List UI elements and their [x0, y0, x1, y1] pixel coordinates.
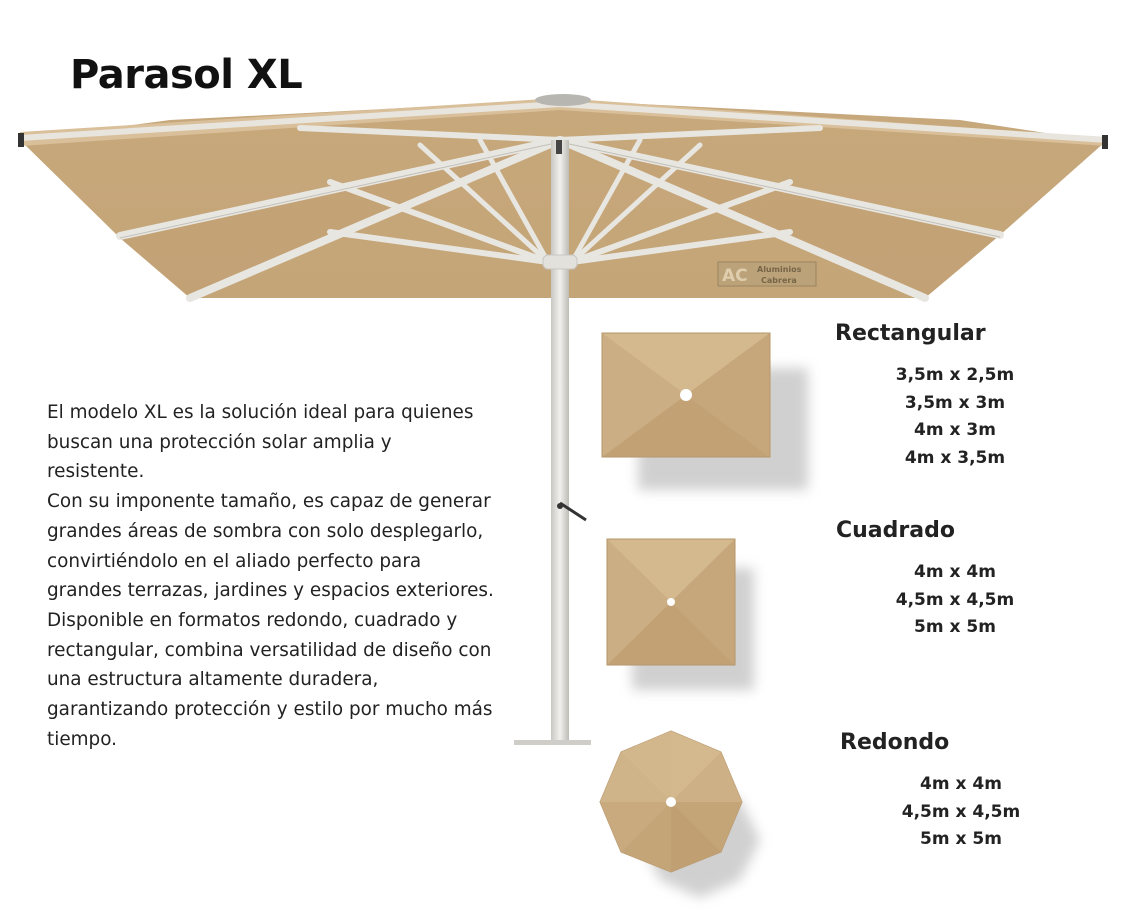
description-line: tiempo. [47, 728, 117, 750]
format-sizes-rectangular: 3,5m x 2,5m 3,5m x 3m 4m x 3m 4m x 3,5m [880, 362, 1030, 472]
format-heading-round: Redondo [840, 730, 950, 755]
description-line: resistente. [47, 461, 145, 483]
description-line: buscan una protección solar amplia y [47, 431, 392, 453]
size-option: 4m x 4m [920, 774, 1002, 794]
description-line: grandes terrazas, jardines y espacios ex… [47, 580, 494, 602]
description-line: Con su imponente tamaño, es capaz de gen… [47, 491, 491, 513]
svg-text:Cabrera: Cabrera [761, 276, 797, 285]
size-option: 5m x 5m [914, 617, 996, 637]
size-option: 4,5m x 4,5m [901, 801, 1021, 822]
size-option: 4m x 3,5m [904, 447, 1006, 468]
round-thumbnail [599, 730, 760, 898]
size-option: 4m x 3m [914, 420, 996, 440]
size-option: 3,5m x 2,5m [895, 365, 1015, 385]
format-heading-square: Cuadrado [836, 518, 955, 543]
size-option: 5m x 5m [920, 829, 1002, 849]
format-heading-rectangular: Rectangular [835, 321, 986, 346]
format-sizes-round: 4m x 4m 4,5m x 4,5m 5m x 5m [886, 771, 1036, 854]
size-option: 3,5m x 3m [904, 392, 1006, 413]
rectangular-thumbnail [601, 332, 808, 490]
size-option: 4,5m x 4,5m [895, 589, 1015, 610]
frame-ribs [116, 125, 1004, 302]
description-line: garantizando protección y estilo por muc… [47, 699, 493, 721]
size-option: 4m x 4m [914, 562, 996, 582]
brand-logo: AC Aluminios Cabrera [717, 261, 817, 287]
description-line: rectangular, combina versatilidad de dis… [47, 639, 492, 661]
page-title: Parasol XL [70, 52, 303, 98]
description-line: una estructura altamente duradera, [47, 669, 379, 691]
svg-text:AC: AC [722, 266, 748, 286]
description-line: grandes áreas de sombra con solo despleg… [47, 520, 484, 542]
description-line: El modelo XL es la solución ideal para q… [47, 402, 474, 423]
product-description: El modelo XL es la solución ideal para q… [47, 398, 547, 754]
description-line: convirtiéndolo en el aliado perfecto par… [47, 550, 422, 572]
parasol-pole [514, 140, 591, 745]
square-thumbnail [606, 538, 754, 690]
svg-text:Aluminios: Aluminios [757, 265, 802, 274]
format-sizes-square: 4m x 4m 4,5m x 4,5m 5m x 5m [880, 559, 1030, 642]
description-line: Disponible en formatos redondo, cuadrado… [47, 609, 458, 631]
